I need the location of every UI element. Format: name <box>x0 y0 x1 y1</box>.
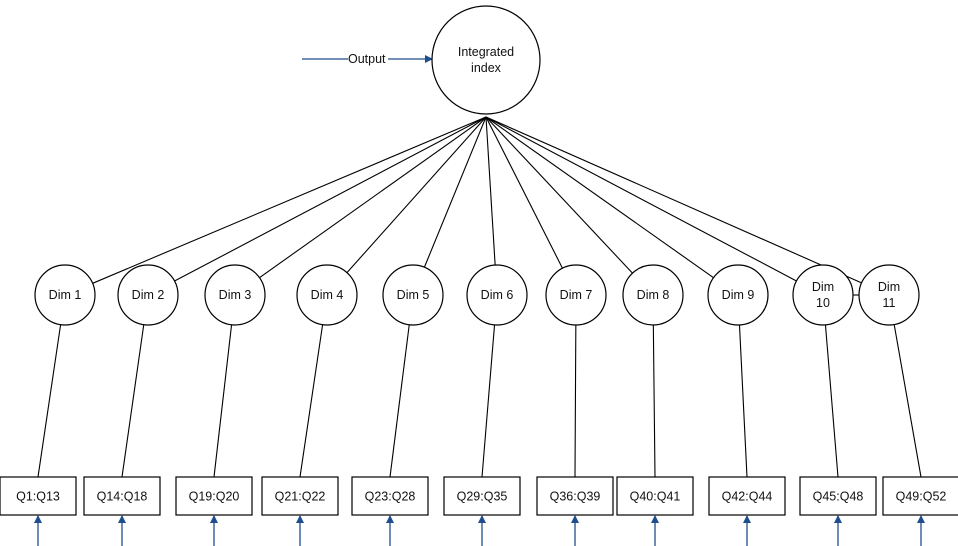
dim-5-node <box>382 264 444 326</box>
integrated-index-label-line-1: Integrated <box>458 45 514 59</box>
dim-1-node <box>34 264 96 326</box>
dim-10-label: Dim <box>812 280 834 294</box>
edge-index-to-dim-10 <box>485 116 797 282</box>
items-box-10 <box>799 476 877 516</box>
items-box-label: Q45:Q48 <box>813 490 864 504</box>
dim-9-label: Dim 9 <box>722 288 755 302</box>
items-box-8 <box>616 476 694 516</box>
edge-index-to-dim-9 <box>485 116 714 279</box>
edge-dim-3-to-items <box>213 324 233 478</box>
items-box-label: Q1:Q13 <box>16 490 60 504</box>
dim-4-label: Dim 4 <box>311 288 344 302</box>
dim-10-node <box>792 264 854 326</box>
edge-dim-1-to-items <box>37 324 62 478</box>
edge-dim-6-to-items <box>481 324 496 478</box>
items-box-label: Q49:Q52 <box>896 490 947 504</box>
items-box-6 <box>443 476 521 516</box>
dim-8-label: Dim 8 <box>637 288 670 302</box>
integrated-index-node <box>431 5 541 115</box>
items-box-3 <box>175 476 253 516</box>
items-box-1 <box>0 476 77 516</box>
edge-dim-2-to-items <box>121 324 145 478</box>
dim-2-node <box>117 264 179 326</box>
dim-11-label: 11 <box>883 296 896 310</box>
edge-dim-5-to-items <box>389 324 410 478</box>
dim-4-node <box>296 264 358 326</box>
edge-index-to-dim-11 <box>485 116 862 284</box>
items-box-label: Q36:Q39 <box>550 490 601 504</box>
dim-1-label: Dim 1 <box>49 288 82 302</box>
edge-dim-8-to-items <box>652 324 656 478</box>
dim-7-label: Dim 7 <box>560 288 593 302</box>
items-box-label: Q21:Q22 <box>275 490 326 504</box>
items-box-2 <box>83 476 161 516</box>
edge-index-to-dim-4 <box>346 116 487 273</box>
edge-dim-9-to-items <box>738 324 748 478</box>
dim-5-label: Dim 5 <box>397 288 430 302</box>
items-box-7 <box>536 476 614 516</box>
items-box-label: Q14:Q18 <box>97 490 148 504</box>
dim-11-node <box>858 264 920 326</box>
edge-index-to-dim-5 <box>423 116 487 268</box>
edge-index-to-dim-2 <box>174 116 487 282</box>
edge-index-to-dim-6 <box>485 116 496 266</box>
edge-dim-7-to-items <box>574 324 577 478</box>
edge-dim-10-to-items <box>824 324 839 478</box>
dim-10-label: 10 <box>816 296 830 310</box>
edge-index-to-dim-3 <box>259 116 487 279</box>
items-box-label: Q19:Q20 <box>189 490 240 504</box>
edge-dim-4-to-items <box>299 324 324 478</box>
items-box-label: Q29:Q35 <box>457 490 508 504</box>
dim-11-label: Dim <box>878 280 900 294</box>
items-box-label: Q23:Q28 <box>365 490 416 504</box>
items-box-label: Q40:Q41 <box>630 490 681 504</box>
items-box-11 <box>882 476 958 516</box>
dim-8-node <box>622 264 684 326</box>
items-box-5 <box>351 476 429 516</box>
dim-6-node <box>466 264 528 326</box>
output-label: Output <box>348 52 386 66</box>
items-box-label: Q42:Q44 <box>722 490 773 504</box>
edge-index-to-dim-8 <box>485 116 633 274</box>
dim-3-label: Dim 3 <box>219 288 252 302</box>
edge-dim-11-to-items <box>893 324 922 478</box>
dim-9-node <box>707 264 769 326</box>
edge-index-to-dim-7 <box>485 116 563 269</box>
dim-3-node <box>204 264 266 326</box>
dim-7-node <box>545 264 607 326</box>
dim-6-label: Dim 6 <box>481 288 514 302</box>
integrated-index-label-line-2: index <box>471 61 502 75</box>
dim-2-label: Dim 2 <box>132 288 165 302</box>
edge-index-to-dim-1 <box>92 116 487 284</box>
items-box-9 <box>708 476 786 516</box>
